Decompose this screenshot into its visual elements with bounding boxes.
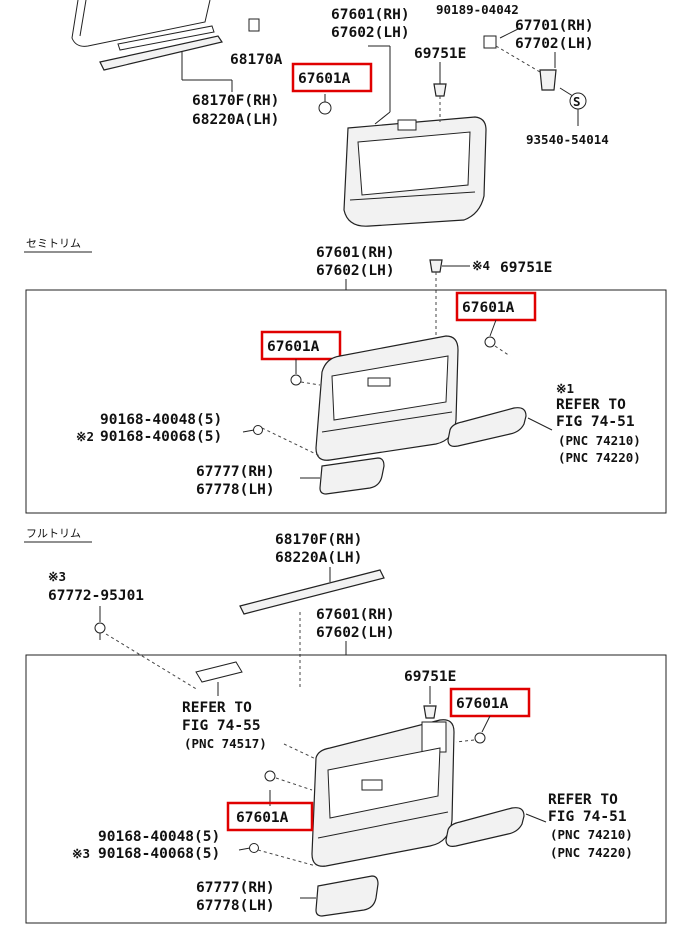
window-glass [71,0,211,47]
label-69751e-top: 69751E [414,46,466,62]
full-trim-heading: フルトリム [26,527,81,540]
full-fig-right: FIG 74-51 [548,809,627,825]
semi-label-69751e: 69751E [500,260,552,276]
full-label-67602-lh: 67602(LH) [316,625,395,641]
clip-69751e-top [433,62,447,122]
label-68220a-lh: 68220A(LH) [192,112,279,128]
full-refer-left: REFER TO [182,700,252,716]
full-label-67601a-right: 67601A [456,696,509,712]
semi-note4: ※4 [472,258,490,273]
highlight-67601a-semi-left [260,330,342,361]
clip-67772-part [94,622,106,640]
full-pnc2: (PNC 74220) [550,845,633,860]
highlight-67601a-full-left [226,801,314,832]
label-67602-lh: 67602(LH) [331,25,410,41]
semi-refer-to: REFER TO [556,397,626,413]
semi-pnc2: (PNC 74220) [558,450,641,465]
full-label-67777-rh: 67777(RH) [196,880,275,896]
semi-trim-frame [25,289,667,514]
full-pnc-left: (PNC 74517) [184,736,267,751]
full-fig-left: FIG 74-55 [182,718,261,734]
screw-67601a-top [318,94,332,115]
label-67601a-top: 67601A [298,71,351,87]
full-label-68220a-lh: 68220A(LH) [275,550,362,566]
screw-semi-right [484,336,496,348]
full-note3b: ※3 [72,846,90,861]
label-67601-rh: 67601(RH) [331,7,410,23]
clip-68170a-part [248,18,260,32]
armrest-semi [447,407,527,447]
label-93540: 93540-54014 [526,132,609,147]
full-trim-frame [25,654,667,924]
full-screw1: 90168-40048(5) [98,829,220,845]
semi-trim-heading: セミトリム [26,237,81,250]
full-label-67601-rh: 67601(RH) [316,607,395,623]
bracket-67701-part: S [483,27,587,126]
top-section: S 67601(RH) 67602(LH) 90189-04042 67701(… [71,0,609,227]
full-label-68170f-rh: 68170F(RH) [275,532,362,548]
lower-trim-67777-full [315,875,379,917]
full-refer-right: REFER TO [548,792,618,808]
semi-label-67778-lh: 67778(LH) [196,482,275,498]
full-screw2: 90168-40068(5) [98,846,220,862]
label-68170a: 68170A [230,52,283,68]
full-pnc1: (PNC 74210) [550,827,633,842]
highlight-67601a-top [291,62,373,93]
semi-screw2: 90168-40068(5) [100,429,222,445]
screw-semi-bottom [242,425,263,435]
semi-label-67601-rh: 67601(RH) [316,245,395,261]
full-label-67601a-left: 67601A [236,810,289,826]
armrest-full [445,807,525,847]
clip-69751e-semi [429,259,470,336]
screw-full-left [264,770,276,782]
lower-trim-67777-semi [319,457,385,495]
semi-trim-section: セミトリム 67601(RH) 67602(LH) ※4 69751E 6760… [24,237,667,514]
weatherstrip-part [99,35,223,71]
semi-pnc1: (PNC 74210) [558,433,641,448]
semi-note2: ※2 [76,429,94,444]
semi-label-67601a-right: 67601A [462,300,515,316]
full-trim-section: フルトリム 68170F(RH) 68220A(LH) ※3 67772-95J… [24,527,667,924]
grille-ref-part [195,661,243,683]
semi-note1: ※1 [556,381,574,396]
full-label-69751e: 69751E [404,669,456,685]
semi-fig: FIG 74-51 [556,414,635,430]
label-67701-rh: 67701(RH) [515,18,594,34]
semi-screw1: 90168-40048(5) [100,412,222,428]
semi-label-67602-lh: 67602(LH) [316,263,395,279]
screw-semi-left [290,374,302,386]
label-68170f-rh: 68170F(RH) [192,93,279,109]
s-mark-label: S [573,94,581,109]
screw-full-bottom [238,843,259,853]
full-clip-label: 67772-95J01 [48,588,144,604]
full-note3: ※3 [48,569,66,584]
semi-label-67777-rh: 67777(RH) [196,464,275,480]
label-67702-lh: 67702(LH) [515,36,594,52]
full-label-67778-lh: 67778(LH) [196,898,275,914]
clip-69751e-full [423,705,437,719]
label-90189: 90189-04042 [436,2,519,17]
semi-label-67601a-left: 67601A [267,339,320,355]
weatherstrip-full [239,569,385,615]
screw-full-right [474,732,486,744]
